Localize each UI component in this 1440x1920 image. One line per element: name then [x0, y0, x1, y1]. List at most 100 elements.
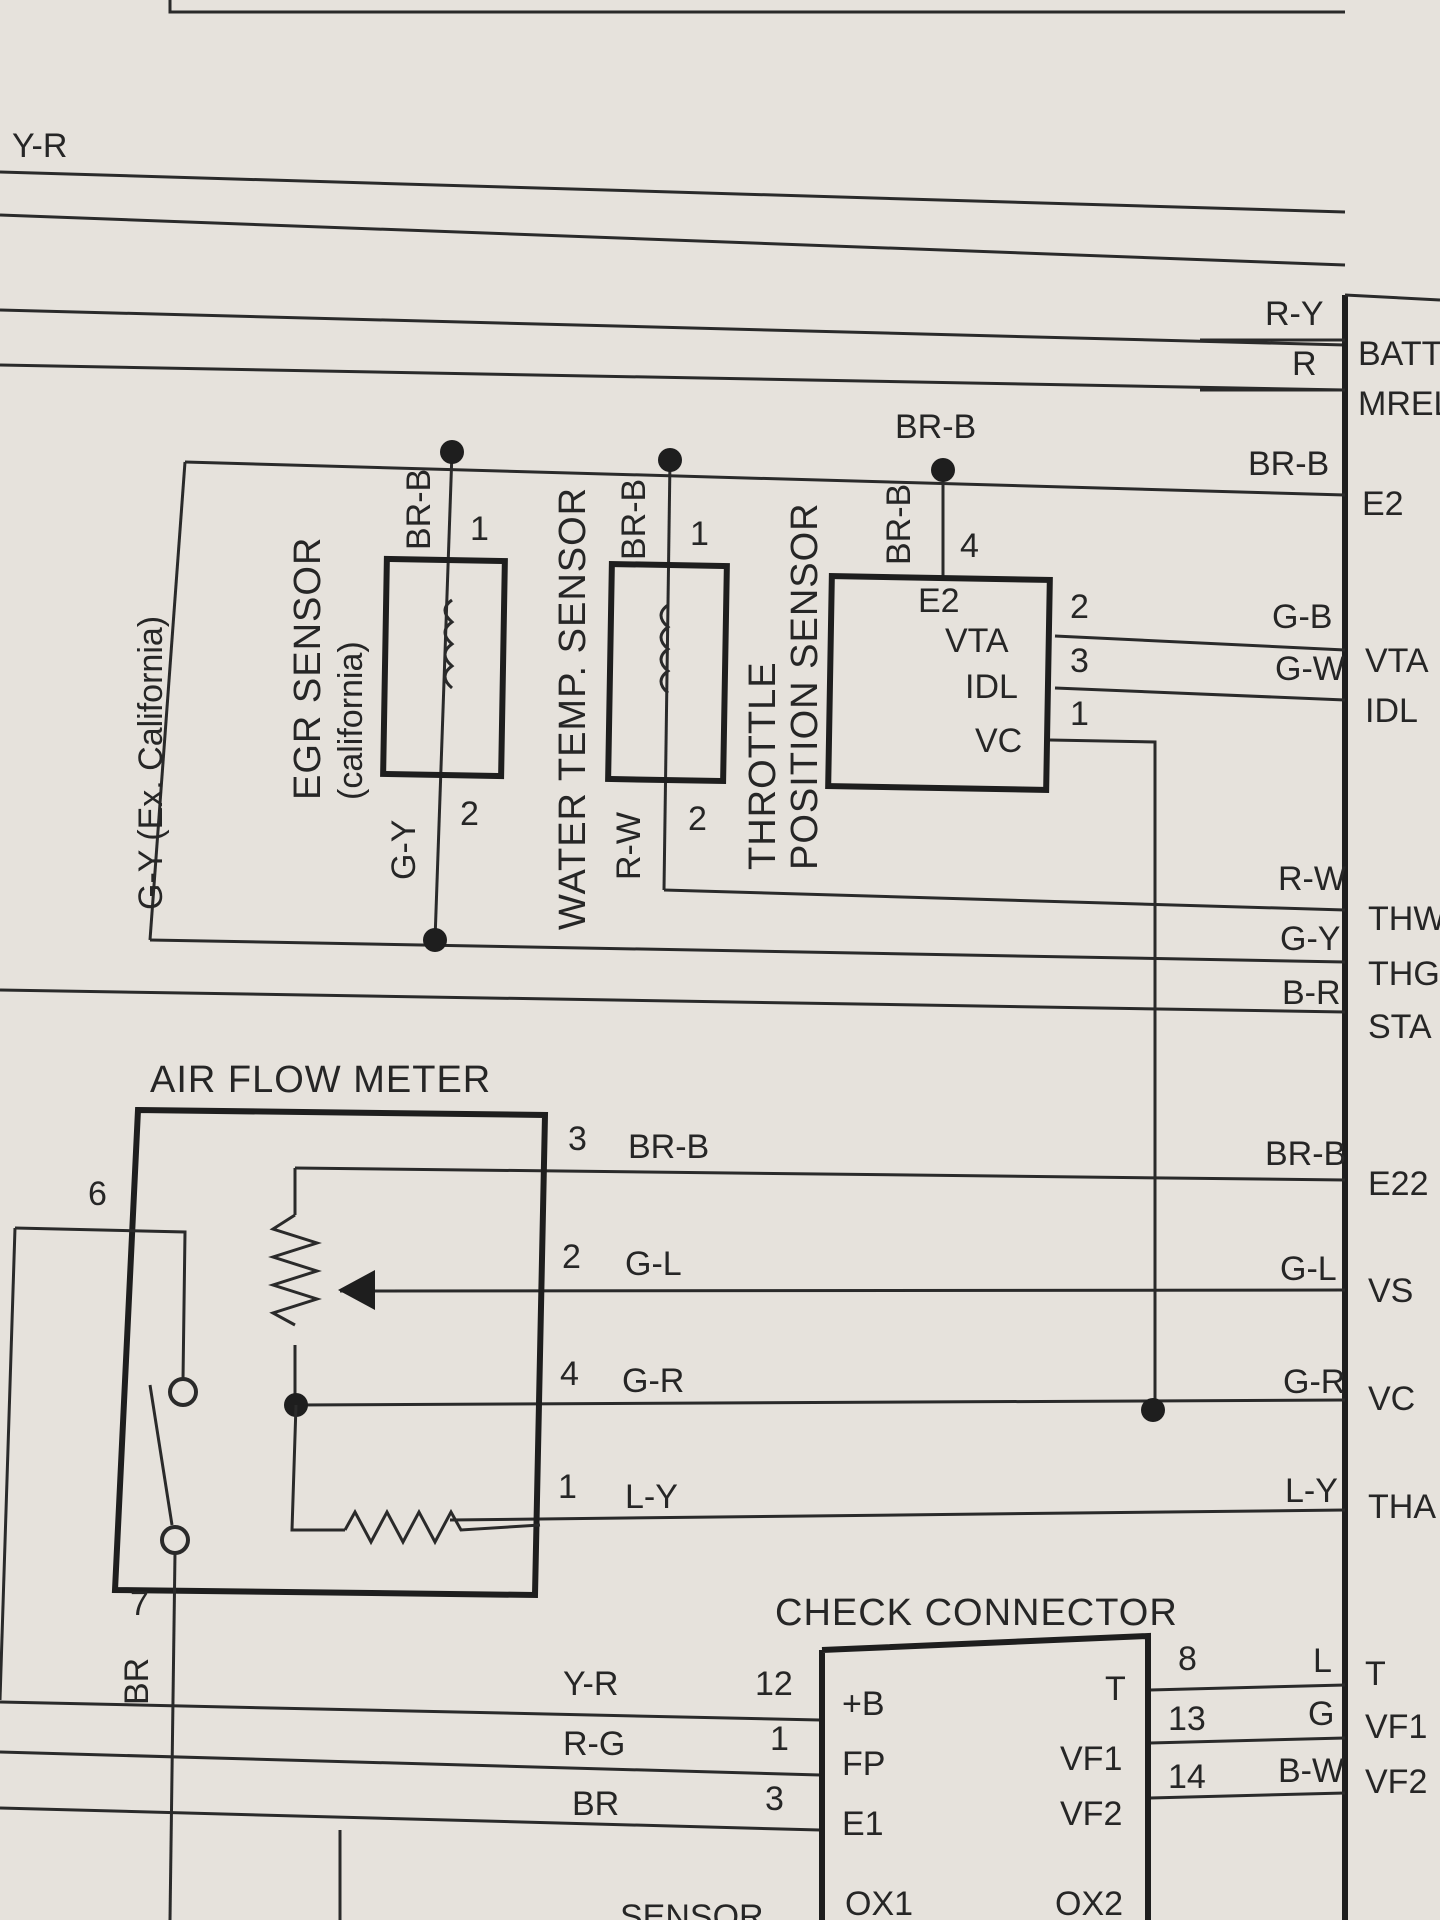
ecu-wires [0, 338, 1346, 1920]
junction-dot [931, 458, 955, 482]
wire-label: R-W [1278, 860, 1346, 898]
egr-sensor: BR-B G-Y 1 2 EGR SENSOR (california) [287, 440, 508, 952]
afm-title: AIR FLOW METER [150, 1059, 491, 1101]
wire-label: B-R [1282, 974, 1341, 1012]
ecu-pin: VF2 [1365, 1763, 1427, 1801]
afm-pin: 2 [562, 1238, 581, 1276]
wire-label: G-Y [1280, 920, 1340, 958]
afm-wire-label: G-R [622, 1362, 684, 1400]
wire-label: R [1292, 345, 1317, 383]
ecu-pin: VTA [1365, 642, 1429, 680]
tps-title-line1: THROTTLE [742, 661, 784, 870]
junction-dot [658, 448, 682, 472]
switch-contact-bottom [160, 1525, 190, 1555]
water-temp-sensor-box [605, 560, 730, 785]
afm-wire-label: G-L [625, 1245, 682, 1283]
afm-wire-label: L-Y [625, 1478, 678, 1516]
wire-label-bottom-left: BR [118, 1658, 156, 1705]
wire-label: G-L [1280, 1250, 1337, 1288]
egr-sensor-subtitle: (california) [332, 641, 370, 800]
ecu-pin: VF1 [1365, 1708, 1427, 1746]
ecu-pin: E22 [1368, 1165, 1429, 1203]
wire-label-top: Y-R [12, 127, 67, 165]
junction-dot [423, 928, 447, 952]
afm-box [111, 1106, 549, 1599]
ecu-pin-labels: BATT MREL E2 VTA IDL THW THG STA E22 VS … [1358, 335, 1440, 1801]
wire-label-ground-left: G-Y (Ex. California) [132, 616, 170, 910]
wire-label: B-W [1278, 1752, 1344, 1790]
vc-wire [1049, 738, 1157, 1410]
afm-pin: 3 [568, 1120, 587, 1158]
wire-label: R-Y [1265, 295, 1324, 333]
tps-term-idl: IDL [965, 668, 1018, 706]
cc-left-term: E1 [842, 1805, 884, 1843]
ecu-wire-labels: R-Y R BR-B G-B G-W R-W G-Y B-R BR-B G-L … [1248, 295, 1346, 1790]
cc-left-wire: BR [572, 1785, 619, 1823]
tps-term-e2: E2 [918, 582, 960, 620]
egr-pin-top: 1 [470, 510, 489, 548]
check-connector: CHECK CONNECTOR Y-R R-G BR 12 1 3 +B FP … [563, 1592, 1206, 1920]
egr-wire-top-label: BR-B [400, 469, 438, 550]
cc-right-term: OX2 [1055, 1885, 1123, 1920]
cc-left-pin: 1 [770, 1720, 789, 1758]
water-temp-sensor: BR-B R-W 1 2 WATER TEMP. SENSOR [552, 448, 730, 930]
cc-right-pin: 14 [1168, 1758, 1206, 1796]
ecu-pin: IDL [1365, 692, 1418, 730]
wire-label: G [1308, 1695, 1334, 1733]
wiper-arrow-icon [338, 1270, 375, 1310]
cc-left-wire: Y-R [563, 1665, 618, 1703]
tps-pin-e2: 4 [960, 527, 979, 565]
cc-right-pin: 13 [1168, 1700, 1206, 1738]
egr-pin-bottom: 2 [460, 795, 479, 833]
afm-side-pin-bottom: 7 [130, 1585, 149, 1623]
ecu-pin: THG [1368, 955, 1440, 993]
tps-term-vc: VC [975, 722, 1022, 760]
ecu-pin: MREL [1358, 385, 1440, 423]
tps-pin-idl: 3 [1070, 642, 1089, 680]
wire-label: BR-B [1265, 1135, 1346, 1173]
water-temp-sensor-title: WATER TEMP. SENSOR [552, 487, 594, 930]
check-connector-box [819, 1632, 1151, 1920]
wire-label: G-R [1283, 1363, 1345, 1401]
cc-left-term: FP [842, 1745, 885, 1783]
wire-label: G-B [1272, 598, 1332, 636]
afm-pin: 1 [558, 1468, 577, 1506]
egr-sensor-title: EGR SENSOR [287, 537, 329, 800]
ecu-pin: VC [1368, 1380, 1415, 1418]
ecu-pin: BATT [1358, 335, 1440, 373]
wire-label: BR-B [1248, 445, 1329, 483]
egr-wire-bottom-label: G-Y [385, 820, 423, 880]
ecu-pin: STA [1368, 1008, 1432, 1046]
cc-right-pin: 8 [1178, 1640, 1197, 1678]
tps-box [825, 573, 1053, 793]
cc-left-term: +B [842, 1685, 885, 1723]
tps-term-vta: VTA [945, 622, 1009, 660]
check-connector-title: CHECK CONNECTOR [775, 1592, 1178, 1634]
ecu-pin: THA [1368, 1488, 1436, 1526]
cc-left-term: OX1 [845, 1885, 913, 1920]
cc-right-term: VF2 [1060, 1795, 1122, 1833]
cc-left-wire: R-G [563, 1725, 625, 1763]
junction-dot [440, 440, 464, 464]
wts-pin-bottom: 2 [688, 800, 707, 838]
cc-right-term: VF1 [1060, 1740, 1122, 1778]
top-wire-bundle [0, 0, 1346, 392]
ecu-pin: THW [1368, 900, 1440, 938]
wts-pin-top: 1 [690, 515, 709, 553]
afm-side-pin-top: 6 [88, 1175, 107, 1213]
wts-wire-bottom-label: R-W [610, 812, 648, 880]
wire-label: L-Y [1285, 1472, 1338, 1510]
ecu-pin: T [1365, 1655, 1386, 1693]
tps-title-line2: POSITION SENSOR [784, 502, 826, 870]
ecu-pin: E2 [1362, 485, 1404, 523]
wire-label: G-W [1275, 650, 1345, 688]
ecu-pin: VS [1368, 1272, 1413, 1310]
cc-left-pin: 12 [755, 1665, 793, 1703]
afm-wire-label: BR-B [628, 1128, 709, 1166]
cc-right-term: T [1105, 1670, 1126, 1708]
wire-label: L [1313, 1642, 1332, 1680]
afm-pin: 4 [560, 1355, 579, 1393]
air-flow-meter: AIR FLOW METER 3 BR-B 2 G-L 4 G-R 1 L-Y … [0, 1059, 709, 1920]
